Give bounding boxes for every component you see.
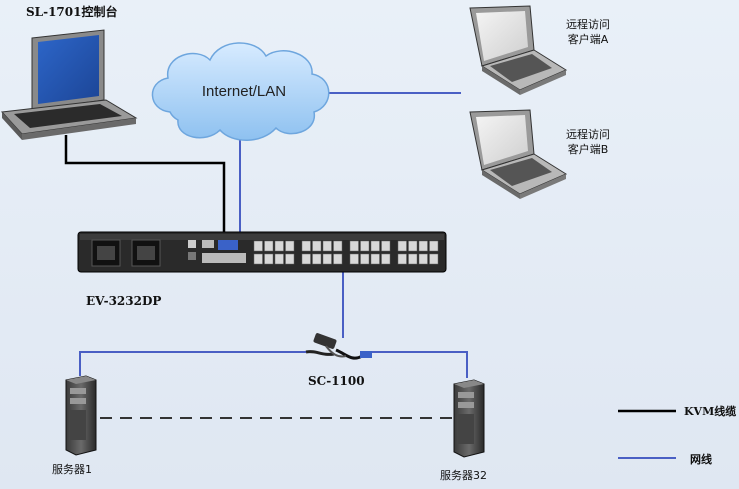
rj45-port <box>408 253 418 265</box>
rj45-port <box>429 253 439 265</box>
rj45-port <box>418 240 428 252</box>
rj45-port <box>333 240 343 252</box>
cloud-icon <box>151 42 330 141</box>
kvm-switch-icon <box>77 231 447 273</box>
network-cable-server1 <box>79 351 306 376</box>
rj45-port <box>253 240 263 252</box>
server-32-icon <box>453 379 485 458</box>
legend-kvm-label: KVM线缆 <box>684 405 737 418</box>
client-b-line1: 远程访问 <box>566 128 610 141</box>
laptop-b-icon <box>469 109 568 199</box>
rj45-port <box>370 253 380 265</box>
rj45-port <box>312 240 322 252</box>
rj45-port <box>322 253 332 265</box>
rj45-port <box>370 240 380 252</box>
console-label: SL-1701控制台 <box>26 5 118 19</box>
rj45-port <box>285 253 295 265</box>
adapter-label: SC-1100 <box>308 374 365 388</box>
legend-network-label: 网线 <box>690 453 712 466</box>
client-b-line2: 客户端B <box>567 143 609 156</box>
rj45-port <box>349 240 359 252</box>
client-a-line1: 远程访问 <box>566 18 610 31</box>
kvm-cable-console <box>64 135 226 232</box>
rj45-port <box>397 240 407 252</box>
rj45-port <box>264 253 274 265</box>
rj45-port <box>264 240 274 252</box>
rj45-port <box>333 253 343 265</box>
rj45-port <box>418 253 428 265</box>
rj45-port <box>301 253 311 265</box>
rj45-port <box>381 240 391 252</box>
rj45-port <box>274 240 284 252</box>
kvm-switch-label: EV-3232DP <box>86 294 162 308</box>
client-a-line2: 客户端A <box>567 33 609 46</box>
client-b-label: 远程访问 客户端B <box>566 127 610 157</box>
server-1-label: 服务器1 <box>52 463 92 476</box>
sc-1100-adapter-icon <box>305 333 372 360</box>
rj45-port <box>408 240 418 252</box>
rj45-port <box>285 240 295 252</box>
server-32-label: 服务器32 <box>440 469 487 482</box>
rj45-port <box>349 253 359 265</box>
rj45-port <box>429 240 439 252</box>
client-a-label: 远程访问 客户端A <box>566 17 610 47</box>
rj45-port <box>312 253 322 265</box>
server-1-icon <box>65 375 97 456</box>
rj45-port <box>301 240 311 252</box>
rj45-port <box>381 253 391 265</box>
rj45-port <box>360 253 370 265</box>
rj45-port <box>322 240 332 252</box>
network-cable-server32 <box>372 351 468 378</box>
laptop-a-icon <box>469 5 568 95</box>
rj45-port <box>274 253 284 265</box>
rj45-port <box>360 240 370 252</box>
cloud-label: Internet/LAN <box>202 83 286 100</box>
rj45-port <box>253 253 263 265</box>
console-icon <box>0 29 138 140</box>
rj45-port <box>397 253 407 265</box>
